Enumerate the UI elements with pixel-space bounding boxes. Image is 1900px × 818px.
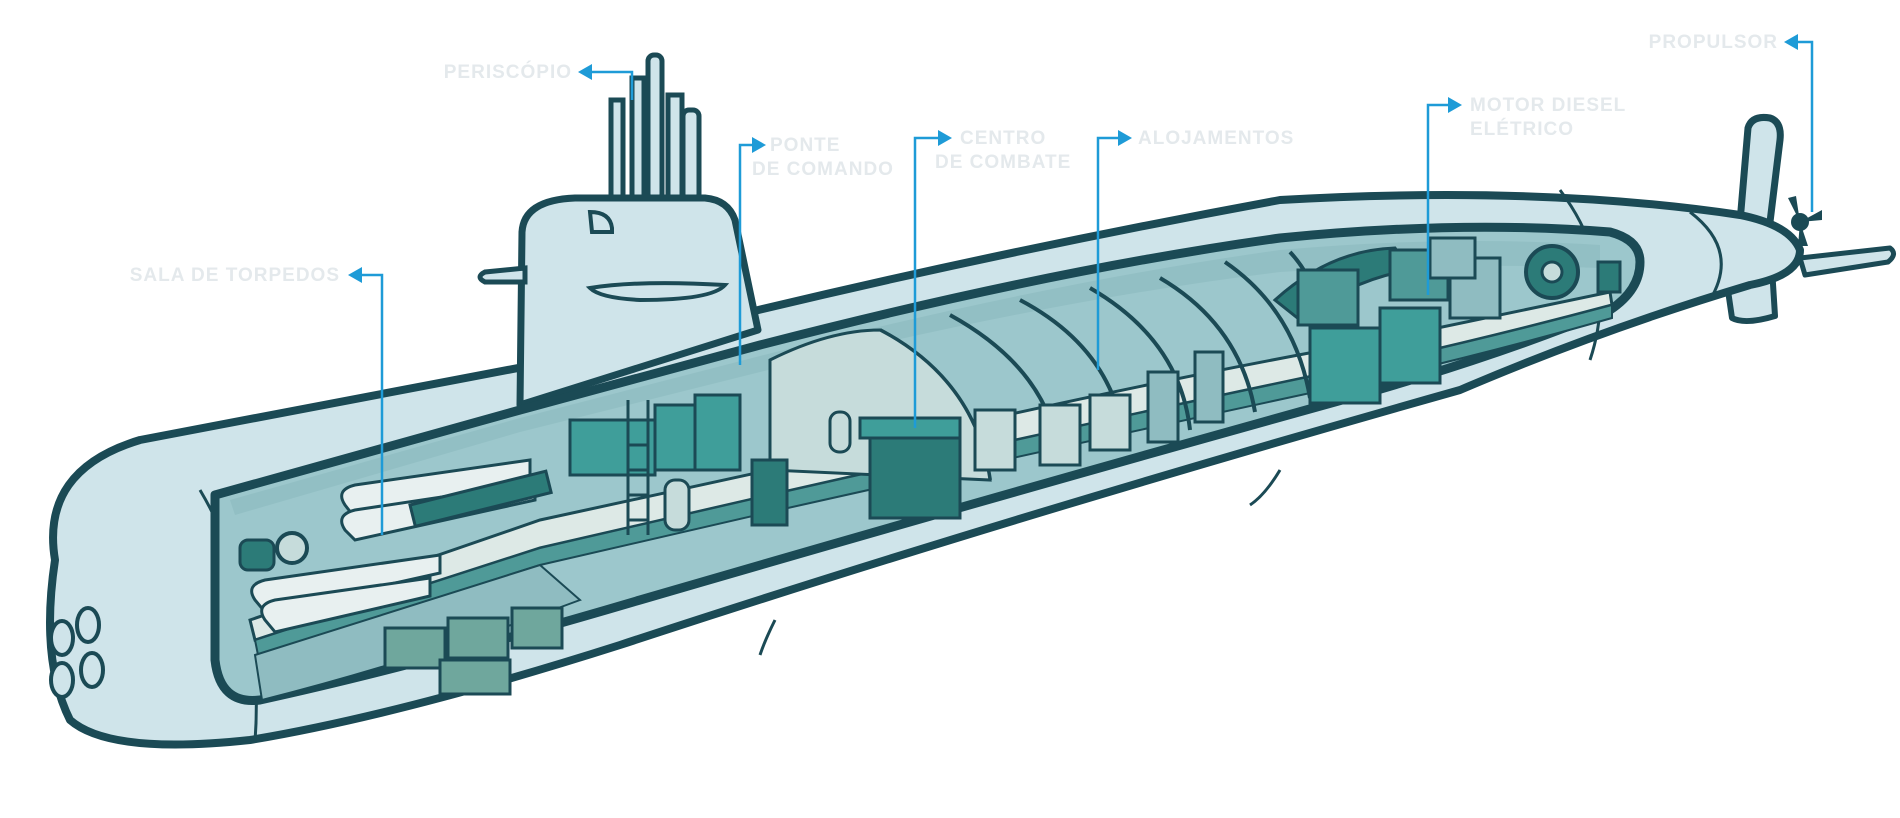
label-motor-2: ELÉTRICO: [1470, 118, 1574, 140]
crate-4: [438, 658, 512, 696]
mast-3: [645, 52, 665, 203]
crate-3: [510, 606, 564, 650]
hull-ring-5: [758, 619, 777, 656]
leader-torpedos: [362, 273, 384, 535]
label-alojamentos: ALOJAMENTOS: [1138, 128, 1294, 149]
hull-ring-3: [1689, 210, 1723, 301]
callouts: PERISCÓPIO PONTE DE COMANDO CENTRO DE CO…: [130, 32, 1814, 535]
torpedo-rack: [238, 458, 553, 634]
locker-2: [1193, 350, 1225, 424]
crate-1: [383, 626, 447, 670]
storage-crates: [383, 606, 564, 696]
callout-alojamentos: ALOJAMENTOS: [1096, 128, 1294, 370]
sail-plane: [477, 265, 528, 285]
label-motor-1: MOTOR DIESEL: [1470, 95, 1626, 116]
arch-5: [1158, 276, 1257, 413]
engine-block-1: [1308, 326, 1382, 405]
stern-plane: [1797, 245, 1896, 278]
console-bank-1: [568, 418, 657, 477]
hull-ring-4: [1249, 469, 1282, 507]
stern-equipment: [1596, 260, 1622, 294]
sail-hatch: [587, 209, 614, 234]
arch-6: [1223, 260, 1312, 399]
mast-2: [629, 75, 647, 203]
conning-tower: [477, 52, 762, 409]
propeller-icon: [1788, 196, 1822, 246]
bulkhead-door: [663, 478, 691, 532]
callout-centro-combate: CENTRO DE COMBATE: [913, 128, 1071, 428]
tube-cover-1: [49, 619, 75, 657]
label-torpedos: SALA DE TORPEDOS: [130, 265, 340, 286]
callout-sala-torpedos: SALA DE TORPEDOS: [130, 265, 384, 535]
bunk-3: [1088, 393, 1132, 452]
arrow-motor: [1448, 97, 1462, 113]
torpedo-launcher: [408, 469, 553, 529]
combat-console-top: [858, 416, 962, 440]
ladder: [626, 400, 650, 535]
combat-center: [828, 410, 962, 520]
tube-cover-2: [75, 606, 101, 644]
bunk-2: [1038, 403, 1082, 467]
arrow-centro: [938, 130, 952, 146]
mast-5: [680, 107, 702, 203]
engine-room: [1272, 236, 1622, 405]
leader-alojamentos: [1096, 136, 1118, 370]
cutaway-interior: [210, 222, 1645, 705]
arrow-alojamentos: [1118, 130, 1132, 146]
arrow-periscopio: [578, 64, 592, 80]
combat-console: [868, 426, 962, 520]
tube-hatch: [275, 531, 309, 565]
tube-cover-4: [79, 651, 105, 689]
arrow-torpedos: [348, 267, 362, 283]
label-centro-1: CENTRO: [960, 128, 1046, 149]
leader-propulsor: [1798, 40, 1814, 212]
accommodation-bunks: [973, 350, 1225, 472]
label-ponte-1: PONTE: [770, 135, 840, 156]
label-ponte-2: DE COMANDO: [752, 159, 894, 180]
tube-door: [238, 538, 276, 572]
control-room-consoles: [568, 393, 789, 535]
leader-motor: [1426, 103, 1448, 295]
arrow-propulsor: [1784, 34, 1798, 50]
torpedo-4: [260, 576, 432, 634]
engine-wheel-hub: [1540, 260, 1564, 284]
console-bank-3: [693, 393, 742, 472]
combat-door: [828, 410, 852, 454]
callout-propulsor: PROPULSOR: [1649, 32, 1814, 212]
callout-motor-diesel: MOTOR DIESEL ELÉTRICO: [1426, 95, 1626, 295]
label-centro-2: DE COMBATE: [935, 152, 1071, 173]
arrow-ponte: [752, 137, 766, 153]
bunk-1: [973, 408, 1017, 472]
mast-4: [665, 92, 685, 203]
callout-periscopio: PERISCÓPIO: [444, 61, 634, 100]
label-periscopio: PERISCÓPIO: [444, 61, 572, 83]
engine-block-6: [1428, 236, 1477, 280]
label-propulsor: PROPULSOR: [1649, 32, 1778, 53]
callout-ponte-comando: PONTE DE COMANDO: [738, 135, 894, 365]
tail-fin: [1736, 114, 1784, 226]
control-cabinet: [750, 458, 789, 527]
engine-block-3: [1296, 268, 1360, 327]
tube-cover-3: [49, 661, 75, 699]
leader-periscopio: [590, 70, 634, 100]
sail-window: [585, 281, 730, 303]
arch-4: [1088, 286, 1192, 431]
engine-block-2: [1378, 306, 1442, 385]
crate-2: [446, 616, 510, 660]
leader-centro: [913, 136, 938, 428]
mast-1: [608, 97, 626, 203]
locker-1: [1146, 370, 1180, 444]
leader-ponte: [738, 143, 752, 365]
